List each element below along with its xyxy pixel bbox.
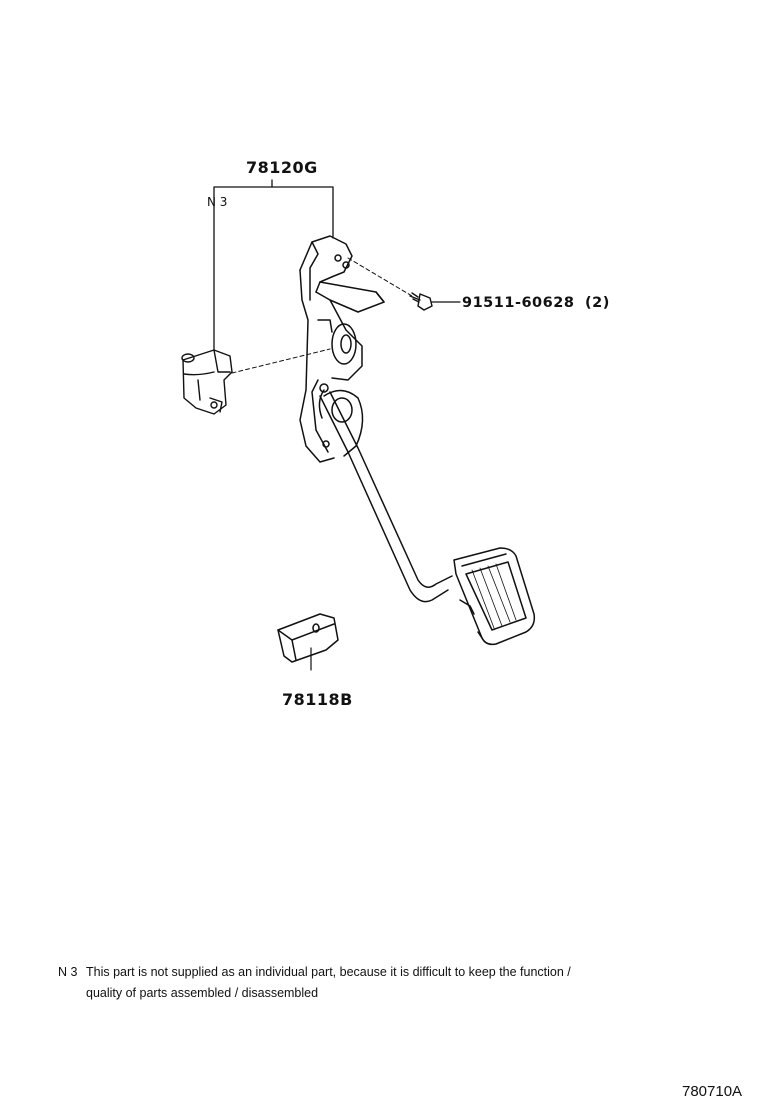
assembly-leader: [213, 179, 334, 351]
sensor-dashed-leader: [231, 348, 331, 374]
pedal-bracket-icon: [299, 235, 385, 463]
pedal-arm-icon: [319, 391, 453, 603]
pedal-pad-icon: [453, 547, 536, 646]
stopper-icon: [277, 613, 339, 671]
sensor-icon: [181, 349, 233, 415]
diagram-id: 780710A: [682, 1083, 743, 1100]
screw-icon: [409, 292, 461, 311]
note-marker: N 3: [58, 965, 78, 979]
assembly-part-label: 78120G: [246, 158, 318, 177]
note-text-line-2: quality of parts assembled / disassemble…: [86, 986, 319, 1000]
screw-qty-label: (2): [585, 295, 610, 311]
stopper-part-label: 78118B: [282, 690, 353, 709]
note-ref-label: N 3: [207, 195, 227, 209]
note-text-line-1: This part is not supplied as an individu…: [86, 965, 571, 979]
screw-part-label: 91511-60628: [462, 295, 574, 311]
screw-dashed-leader: [347, 257, 413, 297]
